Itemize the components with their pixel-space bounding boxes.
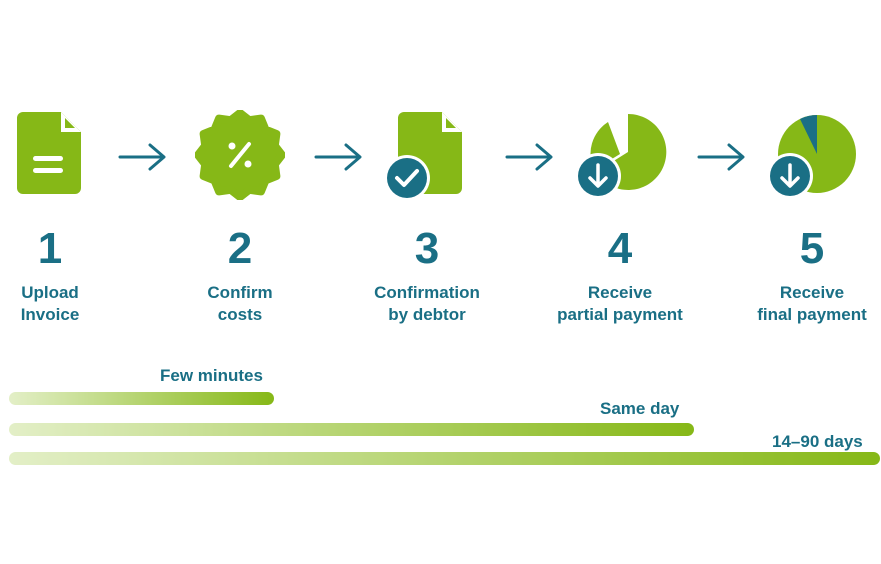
arrow-right-icon — [118, 142, 168, 177]
step-number: 3 — [414, 224, 440, 273]
step-label: Confirm costs — [207, 283, 273, 324]
arrow-right-icon — [314, 142, 364, 177]
document-check-icon — [337, 110, 517, 200]
partial-pie-download-icon — [530, 110, 710, 200]
step-number: 1 — [37, 224, 63, 273]
step-5: 5 Receive final payment — [722, 110, 881, 326]
full-pie-download-icon — [722, 110, 881, 200]
timeline-label-14-90-days: 14–90 days — [772, 432, 863, 451]
timeline-bar-14-90-days — [9, 452, 880, 465]
step-3: 3 Confirmation by debtor — [337, 110, 517, 326]
step-label: Receive final payment — [757, 283, 867, 324]
step-2: 2 Confirm costs — [150, 110, 330, 326]
step-label: Receive partial payment — [557, 283, 683, 324]
step-number: 5 — [799, 224, 825, 273]
timeline-label-same-day: Same day — [600, 399, 680, 418]
step-label: Upload Invoice — [20, 283, 80, 324]
step-number: 2 — [227, 224, 253, 273]
percent-badge-icon — [150, 110, 330, 200]
step-label: Confirmation by debtor — [374, 283, 480, 324]
step-1: 1 Upload Invoice — [0, 110, 140, 326]
timeline-bar-same-day — [9, 423, 694, 436]
step-4: 4 Receive partial payment — [530, 110, 710, 326]
timeline-bar-few-minutes — [9, 392, 274, 405]
arrow-right-icon — [505, 142, 555, 177]
step-number: 4 — [607, 224, 633, 273]
timeline-label-few-minutes: Few minutes — [160, 366, 263, 385]
arrow-right-icon — [697, 142, 747, 177]
document-icon — [0, 110, 140, 200]
